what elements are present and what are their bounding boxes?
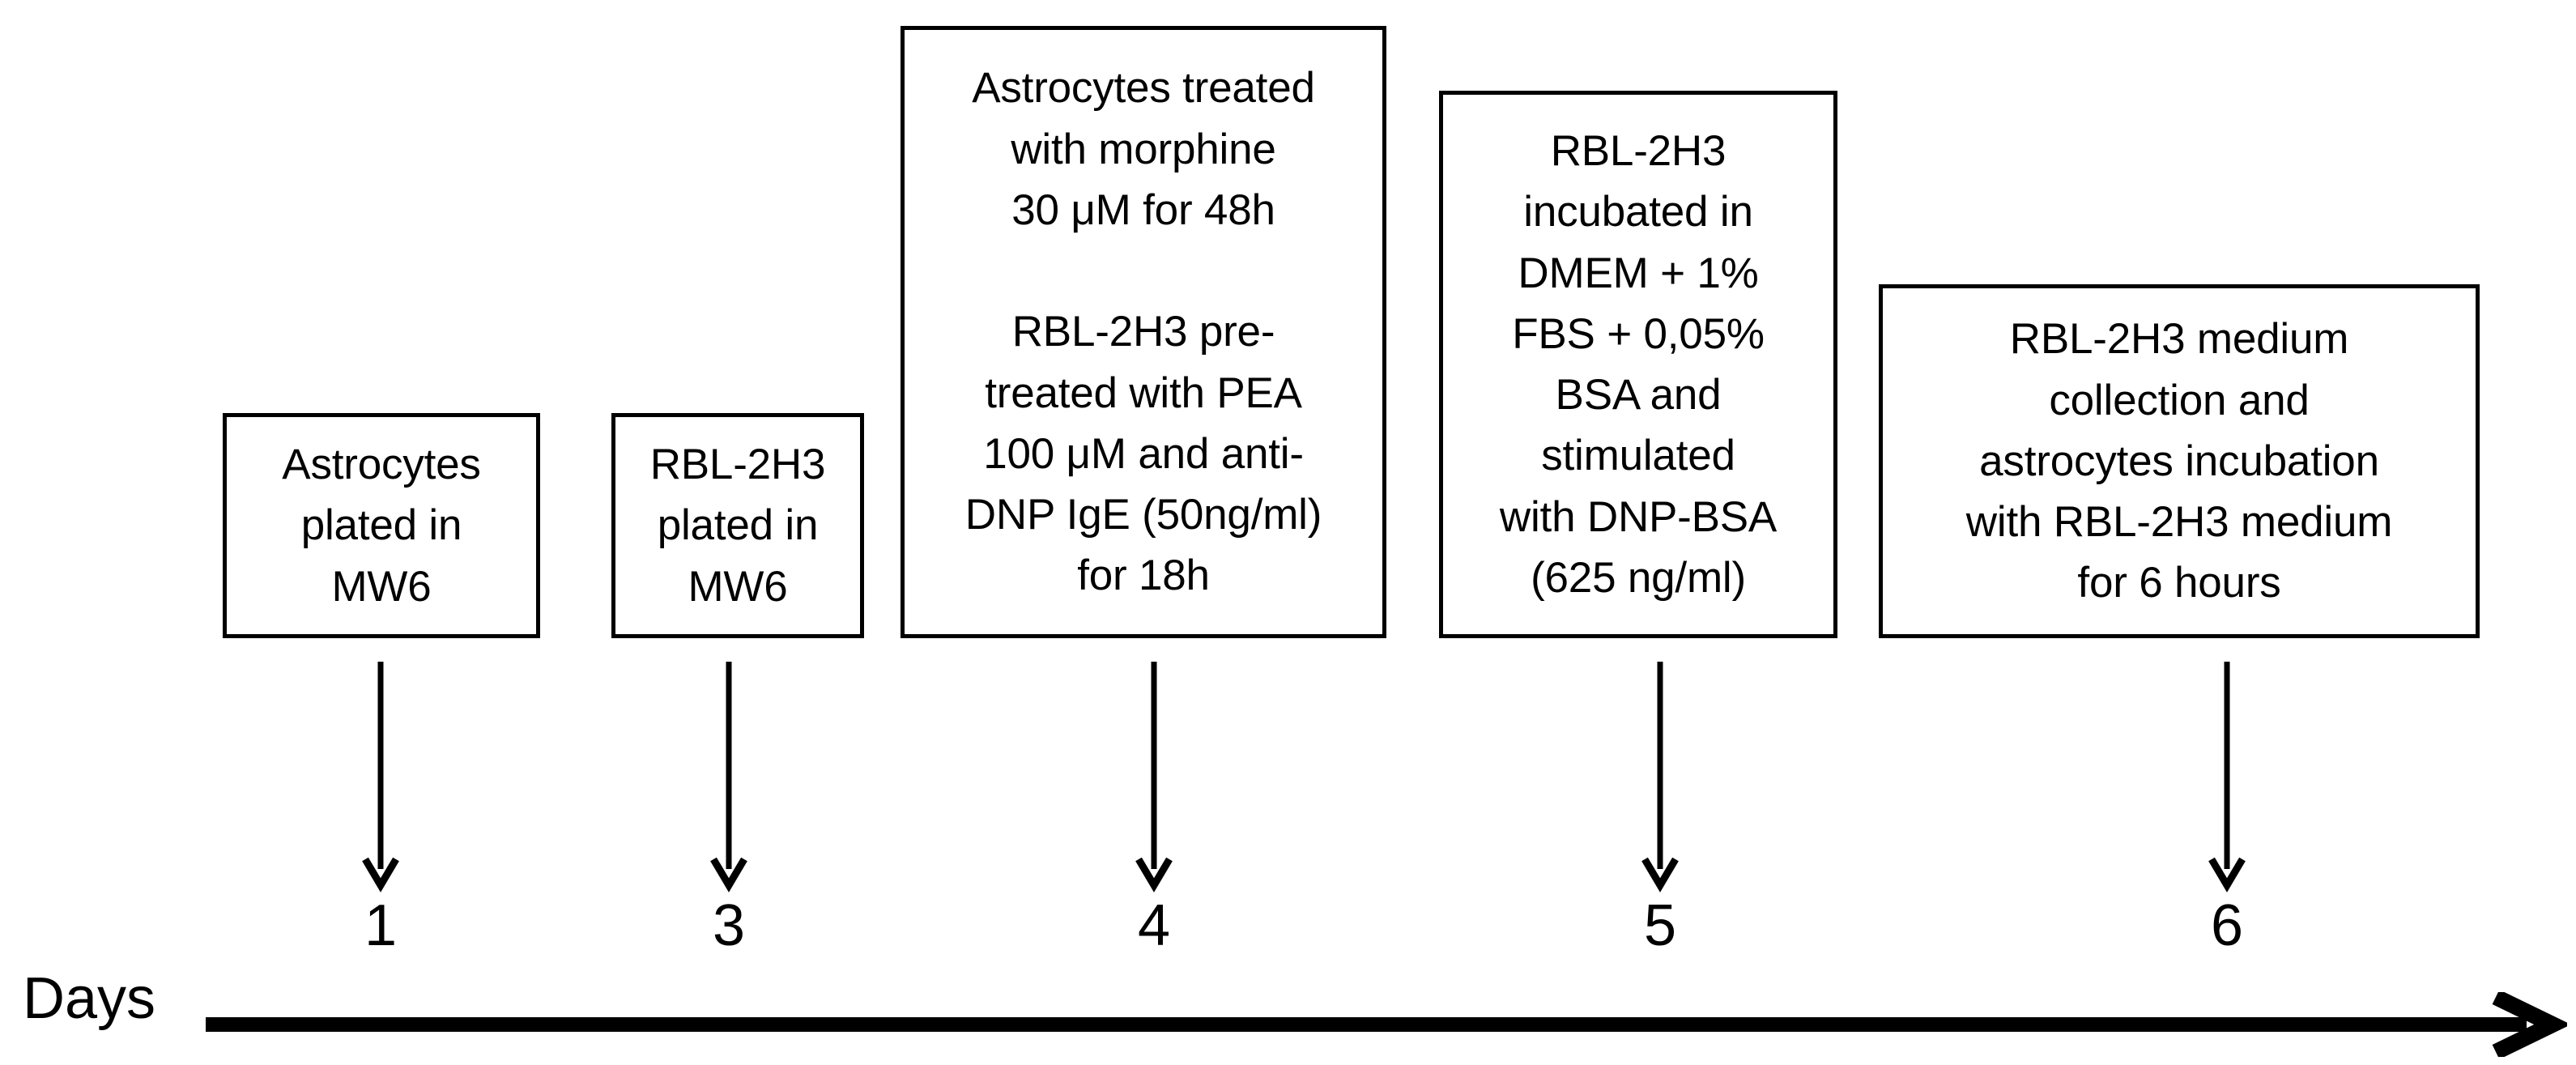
time-axis [202,992,2567,1057]
arrow-down-icon-step-3 [1130,660,1178,892]
step-4-text: RBL-2H3 incubated in DMEM + 1% FBS + 0,0… [1499,127,1778,602]
step-box-2: RBL-2H3 plated in MW6 [611,413,864,638]
step-box-5: RBL-2H3 medium collection and astrocytes… [1879,284,2480,638]
day-label-2: 3 [712,893,746,958]
step-1-text: Astrocytes plated in MW6 [282,441,481,611]
step-box-1: Astrocytes plated in MW6 [223,413,540,638]
step-3-text: Astrocytes treated with morphine 30 μM f… [964,64,1322,600]
day-label-5: 6 [2210,893,2244,958]
step-5-text: RBL-2H3 medium collection and astrocytes… [1965,315,2393,607]
step-box-3: Astrocytes treated with morphine 30 μM f… [901,26,1386,638]
day-label-4: 5 [1643,893,1677,958]
axis-title-days: Days [23,966,156,1031]
arrow-down-icon-step-4 [1636,660,1684,892]
arrow-down-icon-step-1 [356,660,405,892]
day-label-1: 1 [364,893,398,958]
day-label-3: 4 [1137,893,1171,958]
arrow-down-icon-step-5 [2203,660,2251,892]
arrow-down-icon-step-2 [705,660,753,892]
step-2-text: RBL-2H3 plated in MW6 [649,441,826,611]
step-box-4: RBL-2H3 incubated in DMEM + 1% FBS + 0,0… [1439,91,1837,638]
